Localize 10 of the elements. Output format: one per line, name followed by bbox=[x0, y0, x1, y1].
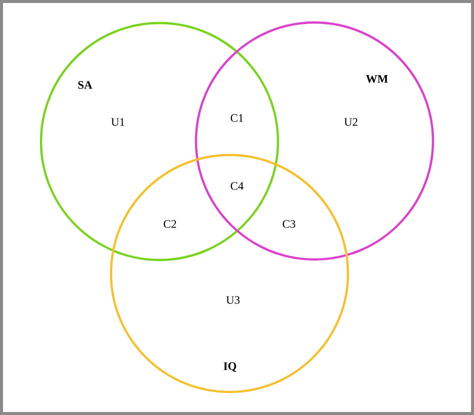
region-label: U1 bbox=[111, 118, 124, 126]
region-label: C4 bbox=[230, 182, 244, 190]
region-label: U2 bbox=[344, 118, 358, 126]
set-label: IQ bbox=[224, 362, 236, 372]
set-label: WM bbox=[366, 75, 388, 83]
region-label: C3 bbox=[282, 220, 296, 228]
region-label: C1 bbox=[230, 114, 243, 122]
region-label: U3 bbox=[226, 296, 240, 304]
region-label: C2 bbox=[164, 220, 176, 228]
set-label: SA bbox=[78, 81, 92, 89]
